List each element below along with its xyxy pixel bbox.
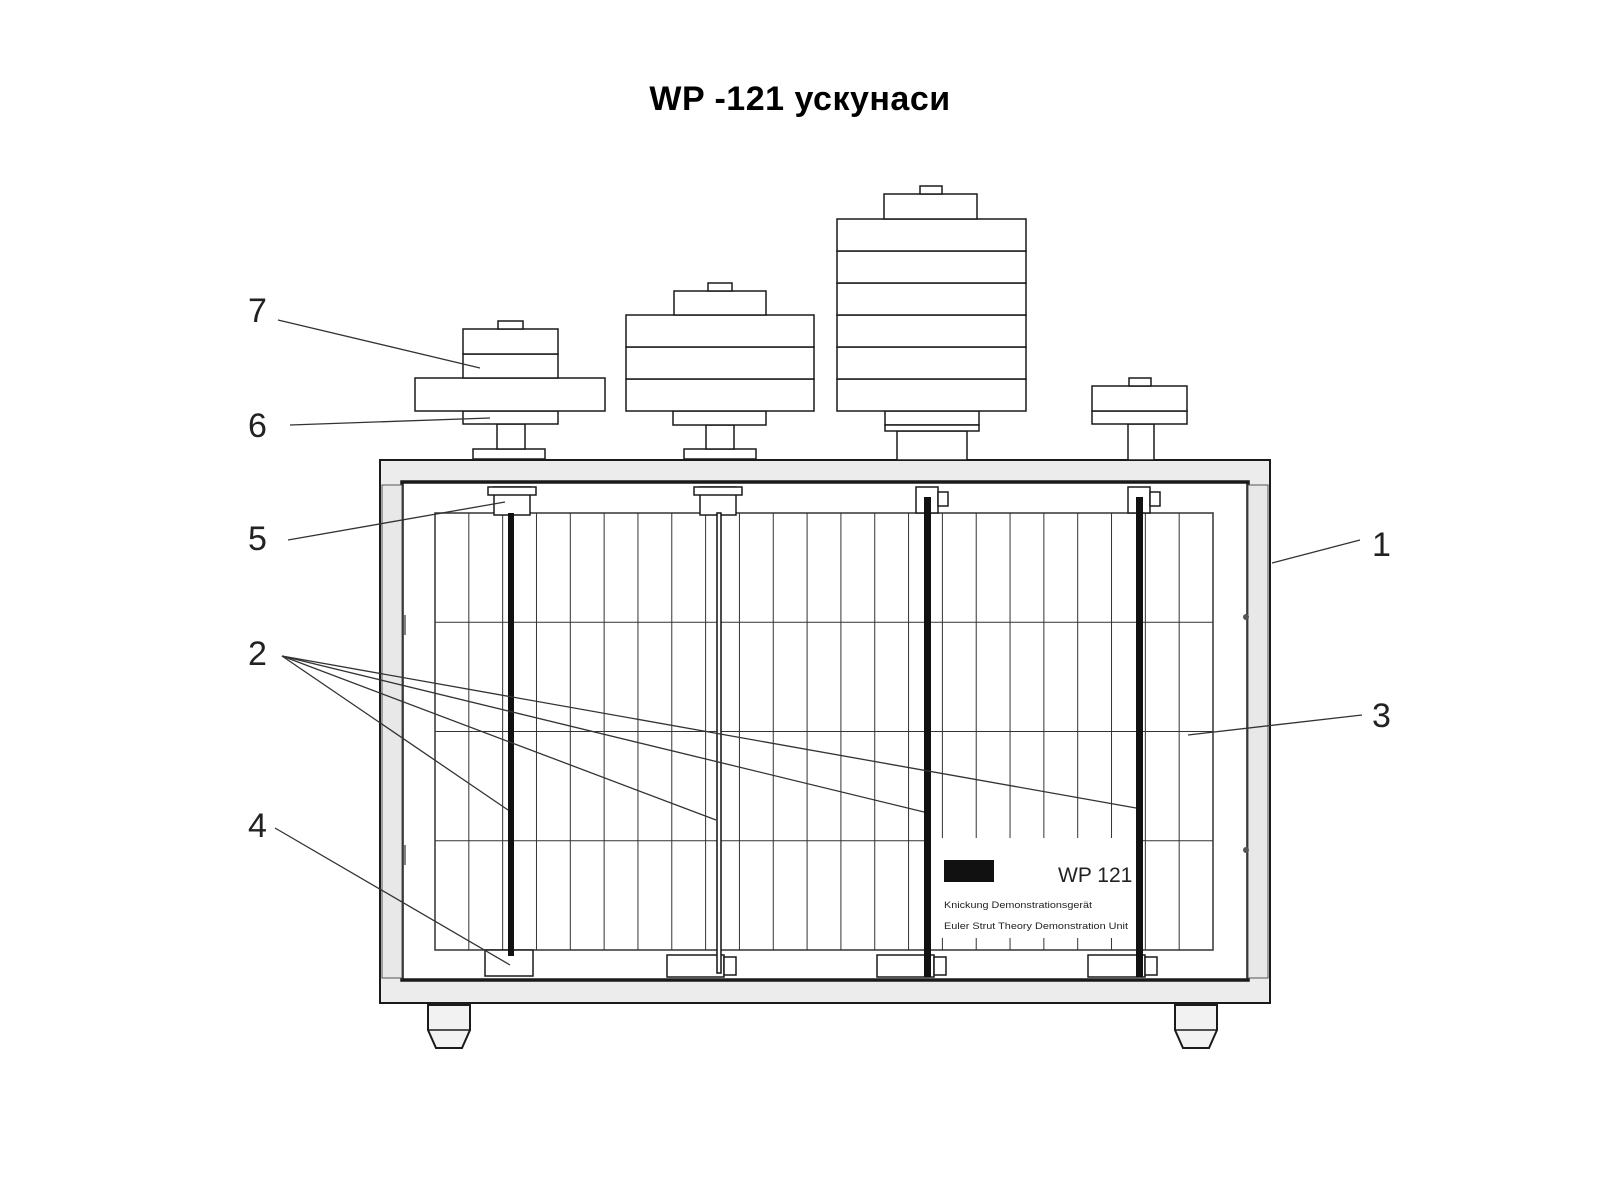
- callout-7: 7: [248, 292, 267, 330]
- load-plate-holder-1: [462, 410, 559, 425]
- callout-5: 5: [248, 520, 267, 558]
- strut-1: [508, 513, 514, 956]
- leader-2b: [281, 655, 717, 821]
- strut-2: [716, 512, 722, 974]
- leader-2a: [281, 655, 509, 811]
- weight-3e: [836, 250, 1027, 284]
- strut-4: [1136, 497, 1143, 977]
- weight-3a: [836, 378, 1027, 412]
- callout-1: 1: [1372, 526, 1391, 564]
- foot-left: [427, 1004, 471, 1049]
- nameplate-line-2: Euler Strut Theory Demonstration Unit: [944, 921, 1128, 932]
- logo-mark: [944, 860, 994, 882]
- weight-small-1a: [462, 353, 559, 379]
- callout-2: 2: [248, 635, 267, 673]
- foot-right: [1174, 1004, 1218, 1049]
- load-stack-4: [1091, 377, 1188, 461]
- bottom-support-2: [666, 954, 725, 978]
- weight-3d: [836, 282, 1027, 316]
- weight-3b: [836, 346, 1027, 380]
- weight-2b: [625, 346, 815, 380]
- load-stack-2: [625, 282, 815, 460]
- load-stack-1: [414, 320, 606, 460]
- weight-3c: [836, 314, 1027, 348]
- leader-6: [289, 417, 491, 426]
- weight-small-1b: [462, 328, 559, 355]
- weight-4a: [1091, 410, 1188, 425]
- callout-6: 6: [248, 407, 267, 445]
- weight-2a: [625, 378, 815, 412]
- callout-numbers: 7 6 5 2 4 1 3: [248, 292, 1391, 845]
- leader-7: [277, 319, 481, 369]
- leader-2d: [281, 655, 1137, 809]
- callout-4: 4: [248, 807, 267, 845]
- weight-4b: [1091, 385, 1188, 412]
- leader-2c: [281, 655, 925, 813]
- leader-3: [1187, 714, 1363, 736]
- feet: [427, 1004, 1218, 1049]
- weight-large-1: [414, 377, 606, 412]
- nameplate-model: WP 121: [1058, 864, 1132, 887]
- leader-lines: [274, 319, 1363, 966]
- weight-2c: [625, 314, 815, 348]
- leader-4: [274, 827, 511, 966]
- leader-1: [1271, 539, 1361, 564]
- nameplate: WP 121 Knickung Demonstrationsgerät Eule…: [930, 838, 1143, 938]
- nameplate-line-1: Knickung Demonstrationsgerät: [944, 900, 1092, 911]
- page-title: WP -121 ускунаси: [649, 80, 951, 118]
- callout-3: 3: [1372, 697, 1391, 735]
- leader-5: [287, 501, 506, 541]
- load-stack-3: [836, 185, 1027, 461]
- nameplate-background: [930, 838, 1143, 938]
- weight-3f: [836, 218, 1027, 252]
- strut-3: [924, 497, 931, 977]
- struts: [508, 497, 1143, 977]
